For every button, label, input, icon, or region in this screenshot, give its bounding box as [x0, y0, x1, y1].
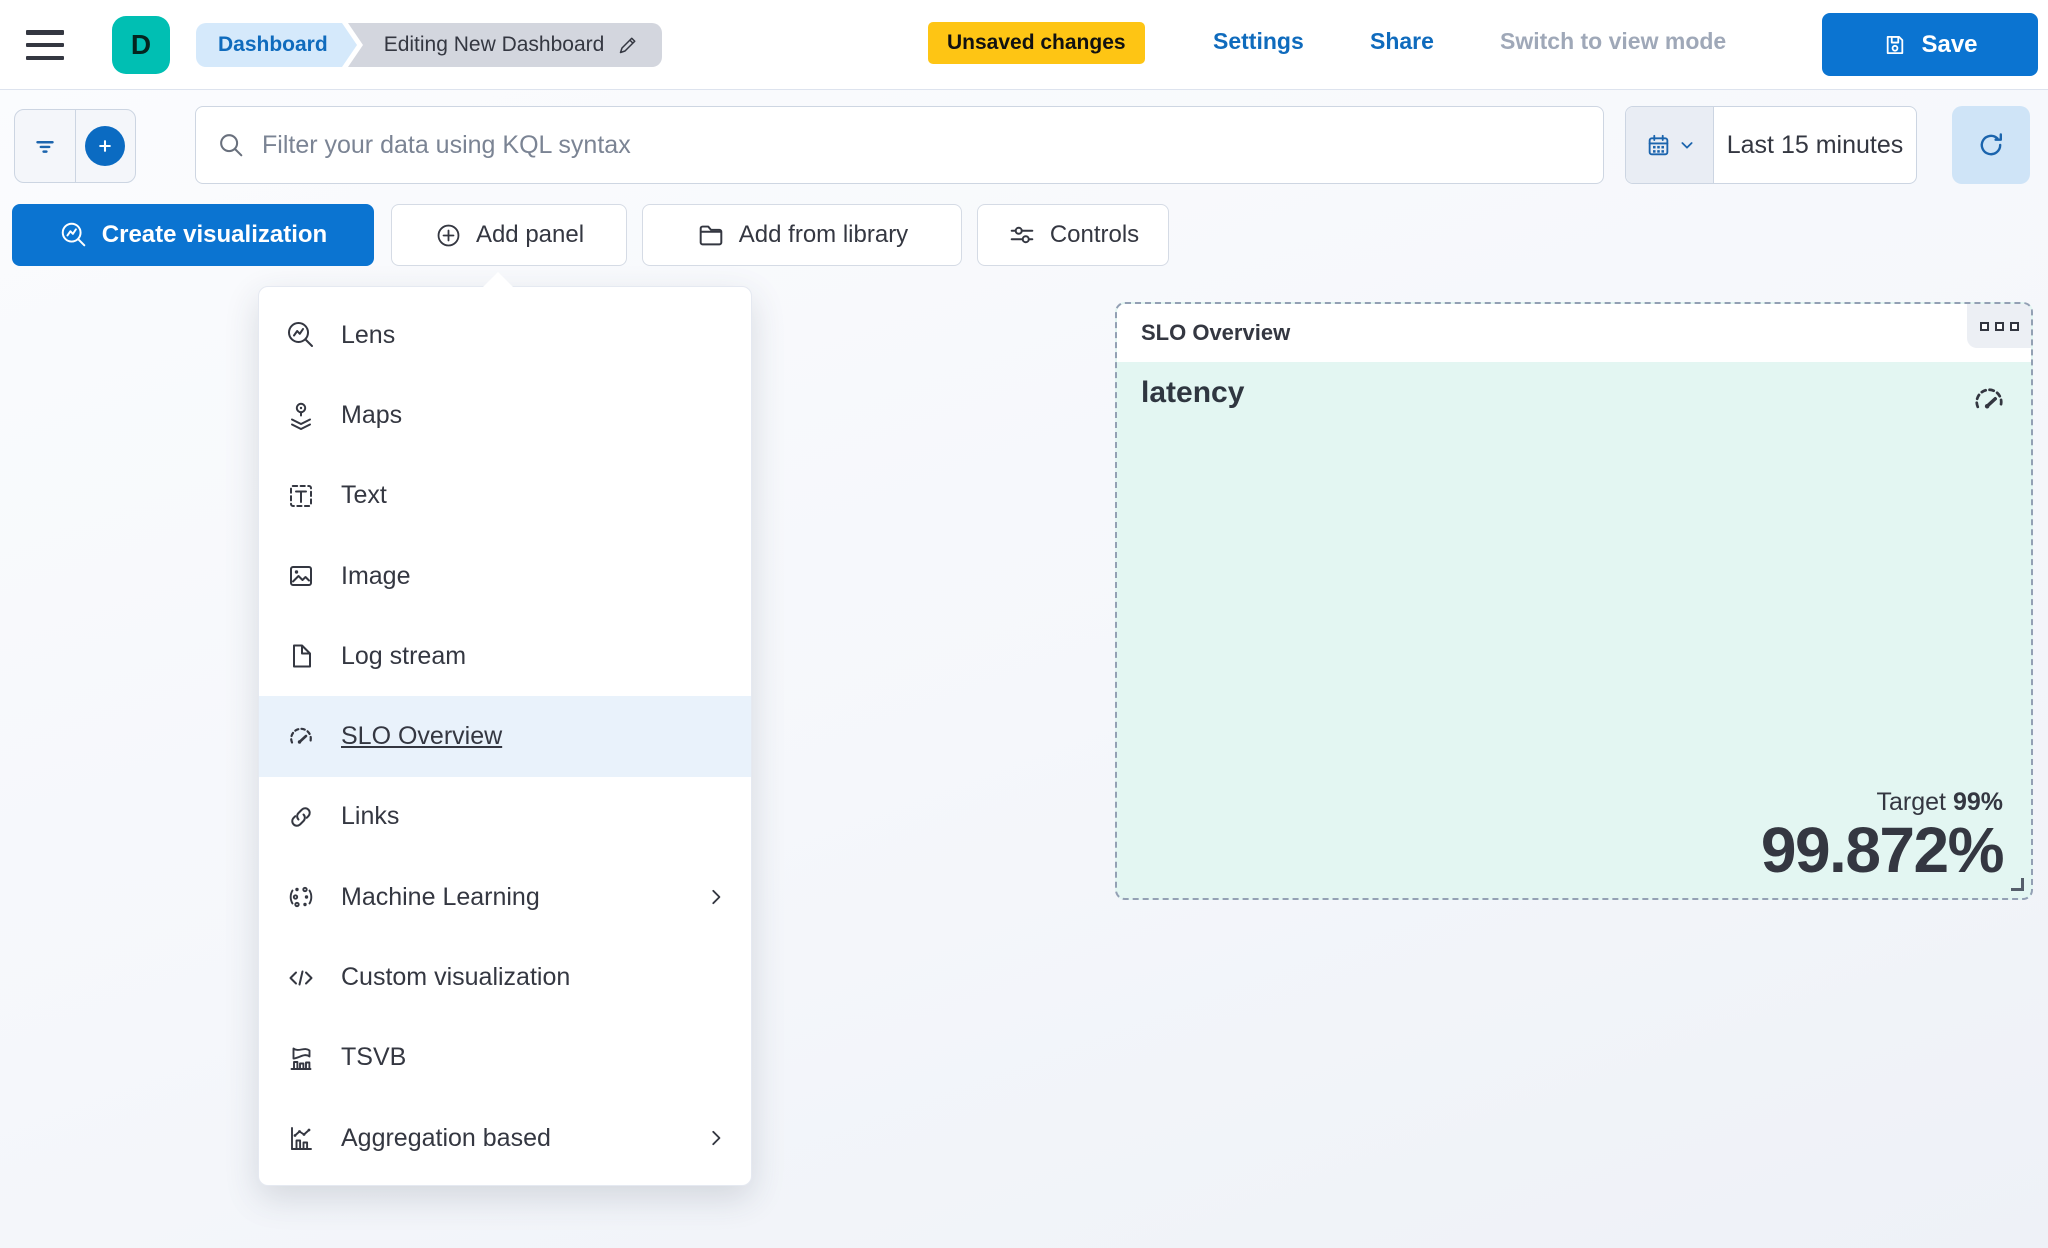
- kql-search-bar: [195, 106, 1604, 184]
- tsvb-icon: [285, 1042, 317, 1074]
- save-button-label: Save: [1921, 30, 1978, 58]
- create-visualization-label: Create visualization: [101, 221, 328, 248]
- controls-label: Controls: [1049, 221, 1140, 248]
- save-button[interactable]: Save: [1822, 13, 2038, 76]
- menu-item-links[interactable]: Links: [259, 777, 751, 857]
- machine-learning-icon: [285, 881, 317, 913]
- log-stream-icon: [285, 640, 317, 672]
- sliders-icon: [1007, 220, 1037, 250]
- space-avatar[interactable]: D: [112, 16, 170, 74]
- lens-icon: [285, 319, 317, 351]
- menu-item-label: Aggregation based: [341, 1123, 551, 1152]
- controls-button[interactable]: Controls: [977, 204, 1169, 266]
- menu-item-label: TSVB: [341, 1043, 407, 1072]
- plus-icon: [85, 126, 126, 166]
- settings-link[interactable]: Settings: [1213, 28, 1304, 54]
- menu-item-machine-learning[interactable]: Machine Learning: [259, 857, 751, 937]
- calendar-dropdown-button[interactable]: [1626, 107, 1714, 183]
- lens-icon: [59, 220, 89, 250]
- breadcrumb-dashboard[interactable]: Dashboard: [196, 23, 342, 67]
- unsaved-changes-badge: Unsaved changes: [928, 22, 1145, 64]
- image-icon: [285, 560, 317, 592]
- add-panel-button[interactable]: Add panel: [391, 204, 627, 266]
- folder-icon: [696, 220, 726, 250]
- share-link[interactable]: Share: [1370, 28, 1434, 54]
- panel-title: SLO Overview: [1141, 320, 1291, 345]
- menu-item-custom-visualization[interactable]: Custom visualization: [259, 937, 751, 1017]
- panel-header: SLO Overview: [1117, 304, 2031, 362]
- menu-item-label: Machine Learning: [341, 882, 540, 911]
- hamburger-menu-icon[interactable]: [26, 30, 64, 60]
- menu-item-label: Text: [341, 481, 387, 510]
- panel-resize-handle[interactable]: [2011, 878, 2024, 891]
- gauge-icon: [285, 721, 317, 753]
- chevron-right-icon: [705, 1127, 727, 1149]
- panel-options-button[interactable]: [1967, 304, 2031, 348]
- add-from-library-label: Add from library: [738, 221, 909, 248]
- menu-item-label: Custom visualization: [341, 963, 571, 992]
- menu-item-label: Lens: [341, 320, 396, 349]
- slo-metric-name: latency: [1141, 376, 1245, 409]
- menu-item-aggregation-based[interactable]: Aggregation based: [259, 1098, 751, 1178]
- maps-icon: [285, 399, 317, 431]
- breadcrumb: Dashboard Editing New Dashboard: [196, 23, 663, 67]
- aggregation-icon: [285, 1122, 317, 1154]
- ellipsis-icon: [1979, 321, 1989, 331]
- calendar-icon: [1645, 132, 1672, 159]
- menu-item-label: SLO Overview: [341, 722, 503, 751]
- popover-arrow: [483, 272, 513, 287]
- filter-icon[interactable]: [15, 110, 75, 182]
- menu-item-lens[interactable]: Lens: [259, 295, 751, 375]
- breadcrumb-current[interactable]: Editing New Dashboard: [347, 23, 663, 67]
- menu-item-log-stream[interactable]: Log stream: [259, 616, 751, 696]
- menu-item-label: Log stream: [341, 641, 467, 670]
- links-icon: [285, 801, 317, 833]
- slo-overview-panel[interactable]: SLO Overview latency Target 99% 99.872%: [1115, 302, 2033, 900]
- switch-view-mode-link[interactable]: Switch to view mode: [1500, 28, 1727, 54]
- time-range-label: Last 15 minutes: [1726, 130, 1904, 159]
- code-icon: [285, 962, 317, 994]
- time-picker: Last 15 minutes: [1625, 106, 1917, 184]
- refresh-button[interactable]: [1952, 106, 2030, 184]
- refresh-icon: [1975, 129, 2007, 161]
- time-range-button[interactable]: Last 15 minutes: [1714, 107, 1916, 183]
- menu-item-label: Maps: [341, 400, 403, 429]
- filter-button-group: [14, 109, 136, 183]
- menu-item-label: Image: [341, 561, 411, 590]
- menu-item-maps[interactable]: Maps: [259, 375, 751, 455]
- add-from-library-button[interactable]: Add from library: [642, 204, 962, 266]
- menu-item-label: Links: [341, 802, 400, 831]
- kql-search-input[interactable]: [262, 130, 1583, 160]
- menu-item-text[interactable]: Text: [259, 456, 751, 536]
- panel-body: latency Target 99% 99.872%: [1117, 362, 2031, 898]
- search-icon: [216, 130, 246, 160]
- pencil-icon: [616, 33, 640, 57]
- save-icon: [1882, 32, 1908, 58]
- target-value: 99%: [1952, 787, 2003, 816]
- chevron-down-icon: [1679, 137, 1695, 153]
- slo-metric-values: Target 99% 99.872%: [1760, 787, 2005, 886]
- chevron-right-icon: [705, 886, 727, 908]
- breadcrumb-arrow: [341, 23, 357, 67]
- create-visualization-button[interactable]: Create visualization: [12, 204, 374, 266]
- menu-item-tsvb[interactable]: TSVB: [259, 1018, 751, 1098]
- add-filter-button[interactable]: [74, 110, 136, 182]
- gauge-icon: [1969, 380, 2009, 420]
- breadcrumb-current-label: Editing New Dashboard: [383, 33, 605, 56]
- text-icon: [285, 480, 317, 512]
- target-label: Target: [1876, 787, 1946, 816]
- add-panel-label: Add panel: [475, 221, 585, 248]
- menu-item-slo-overview[interactable]: SLO Overview: [259, 696, 751, 777]
- menu-item-image[interactable]: Image: [259, 536, 751, 616]
- sli-value: 99.872%: [1760, 813, 2005, 886]
- plus-circle-icon: [434, 221, 463, 250]
- add-panel-menu: Lens Maps Text: [258, 272, 752, 1186]
- app-header: D Dashboard Editing New Dashboard Unsave…: [0, 0, 2048, 90]
